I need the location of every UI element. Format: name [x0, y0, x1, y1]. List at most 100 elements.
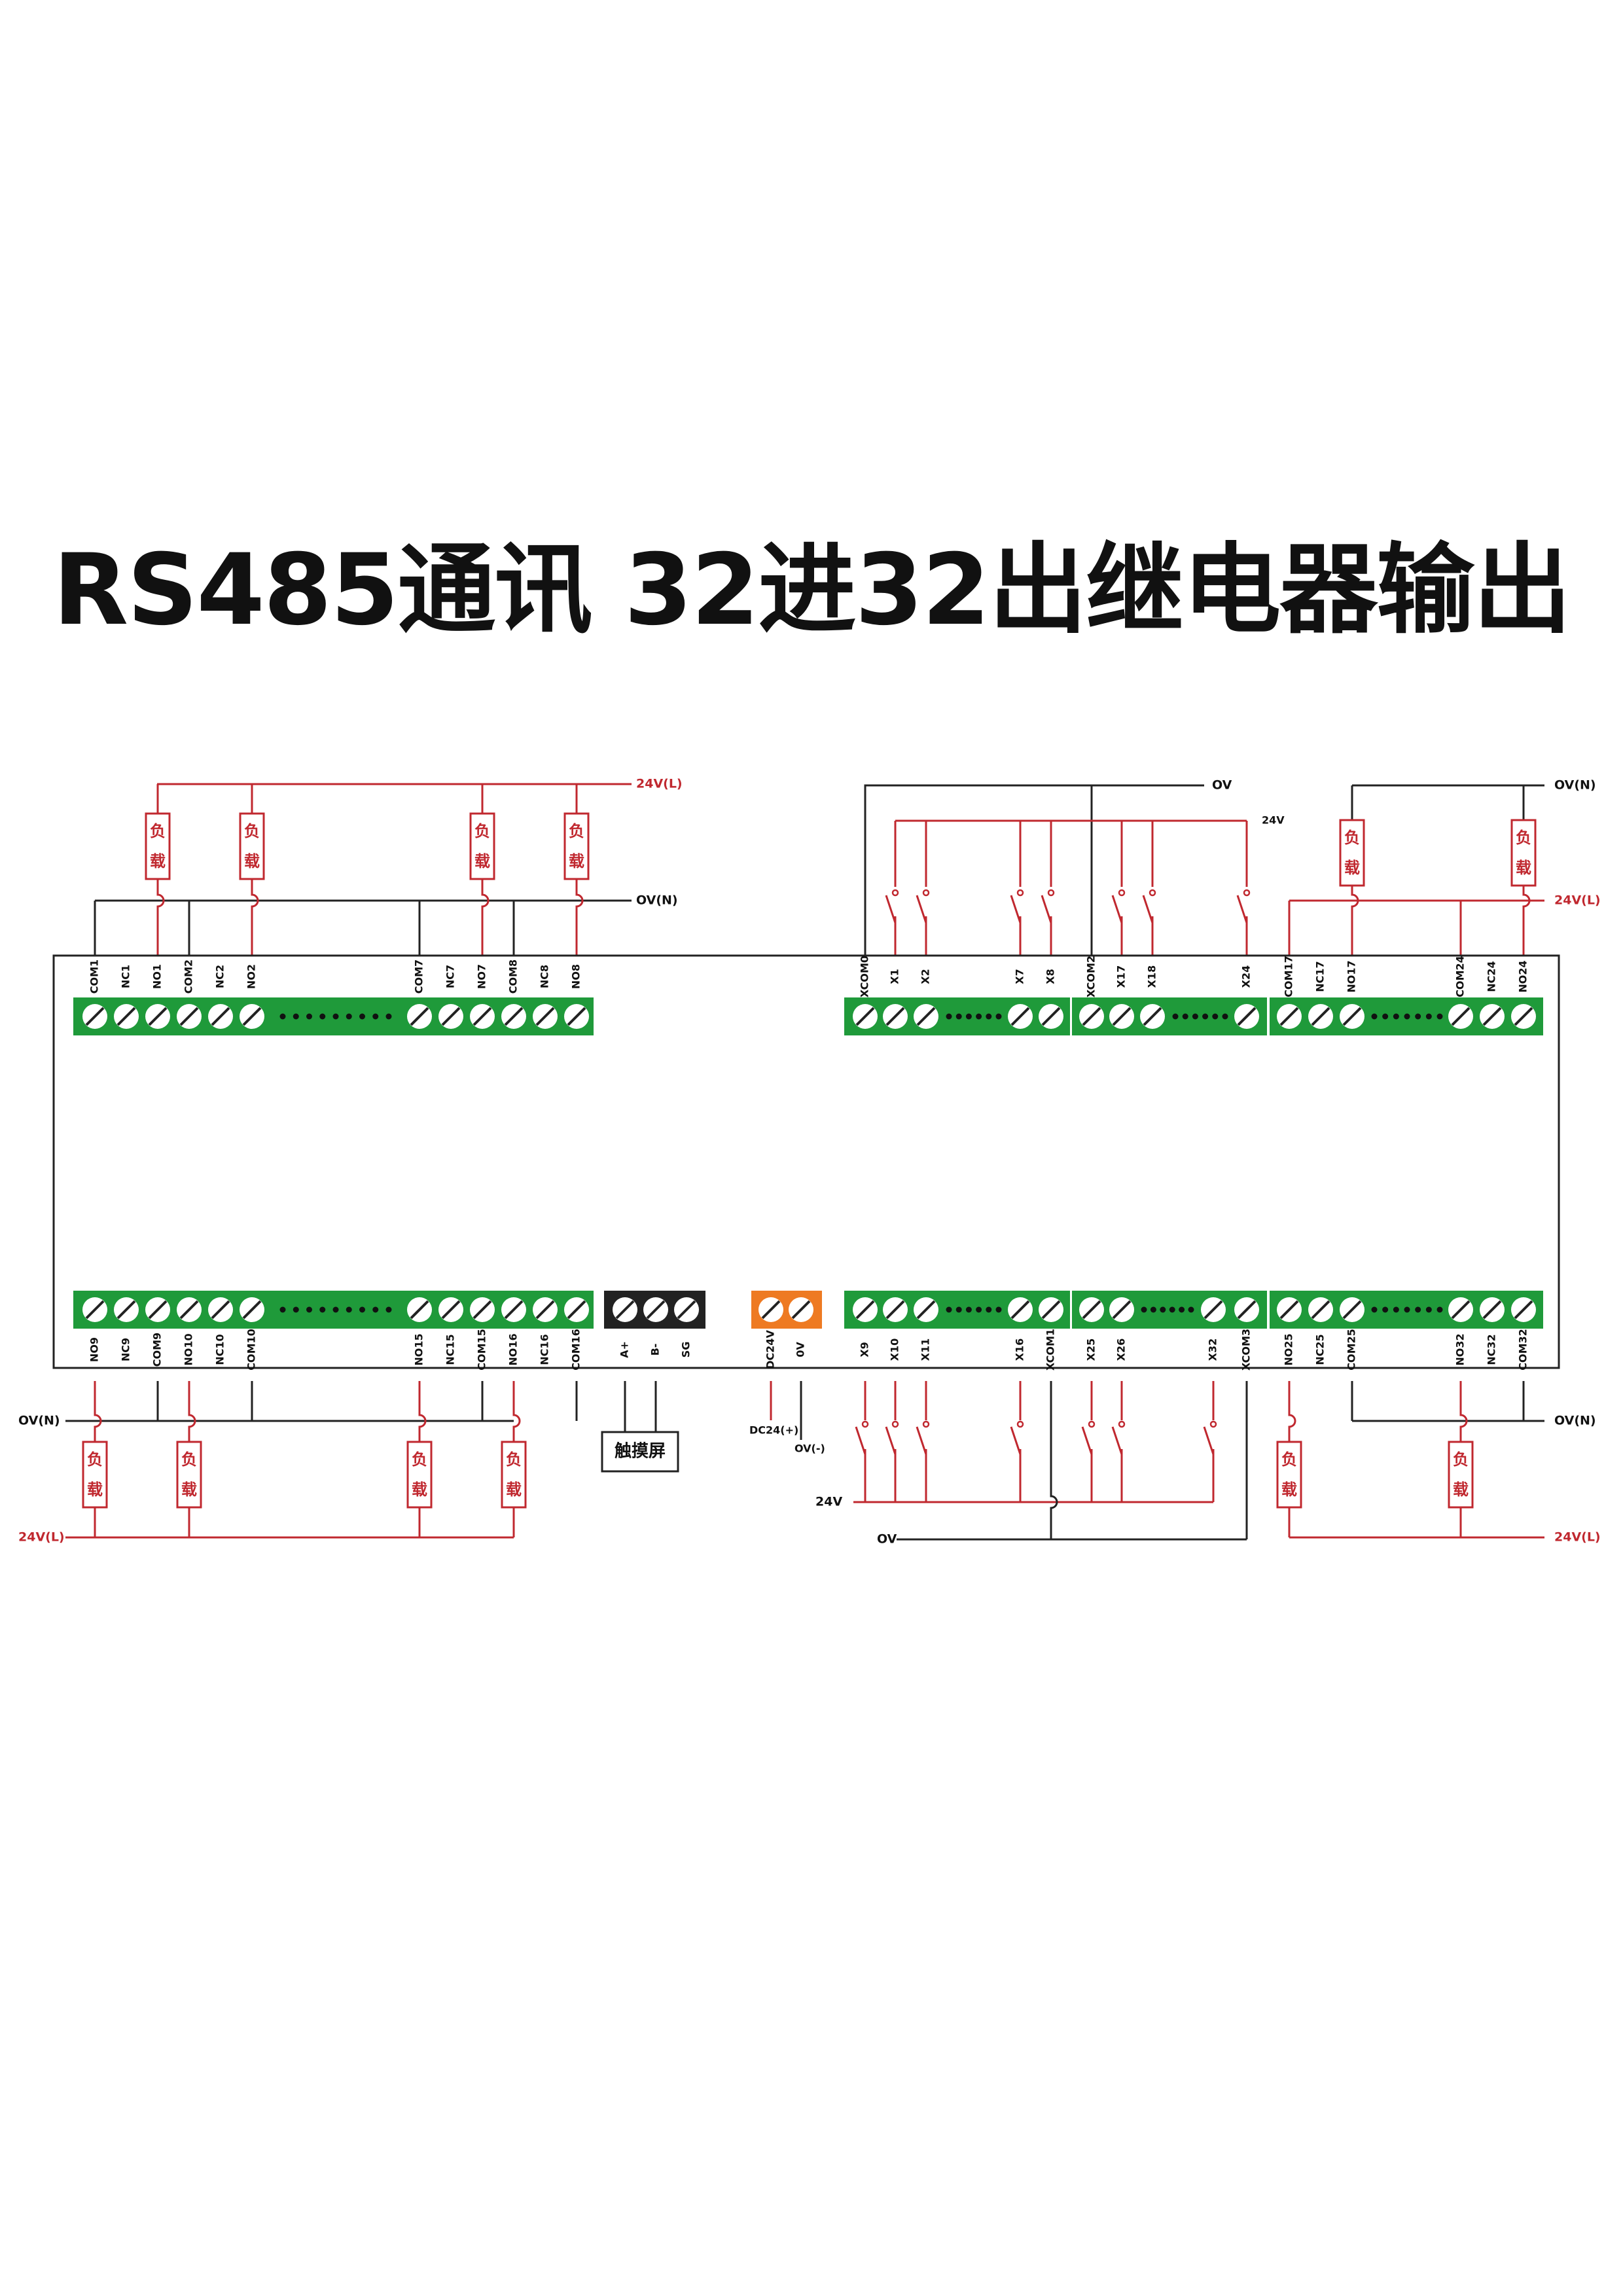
page-title: RS485通讯 32进32出继电器输出 — [52, 533, 1571, 647]
ellipsis-dot — [346, 1013, 352, 1020]
ellipsis-dot — [1371, 1306, 1378, 1313]
pin-label: NC15 — [444, 1334, 457, 1365]
switch-blade — [916, 1426, 927, 1455]
load-label: 载 — [1344, 859, 1360, 877]
bottom-load — [501, 1441, 527, 1509]
pin-label: X11 — [919, 1338, 932, 1361]
load-label: 载 — [1516, 859, 1531, 877]
pin-label: COM24 — [1454, 956, 1467, 997]
screw-slot — [1041, 1300, 1061, 1319]
load-label: 负 — [87, 1450, 103, 1469]
wire-crossing — [94, 1381, 102, 1442]
load-label: 负 — [1516, 829, 1531, 847]
screw-slot — [791, 1300, 811, 1319]
ellipsis-dot — [1192, 1013, 1198, 1020]
screw-slot — [1041, 1007, 1061, 1026]
top-input-b — [1072, 997, 1267, 1035]
switch-blade — [1010, 1426, 1022, 1455]
ellipsis-dot — [1382, 1013, 1389, 1020]
load-label: 载 — [87, 1480, 103, 1499]
screw-slot — [646, 1300, 666, 1319]
ellipsis-dot — [1393, 1306, 1399, 1313]
switch-blade — [885, 1426, 897, 1455]
ellipsis-dot — [1393, 1013, 1399, 1020]
pin-label: COM7 — [413, 960, 425, 994]
bottom-input-a — [844, 1291, 1070, 1329]
wire-crossing — [1288, 1381, 1296, 1442]
screw-slot — [855, 1007, 875, 1026]
bottom-left-block — [73, 1291, 594, 1329]
screw-slot — [1342, 1300, 1362, 1319]
screw-slot — [615, 1300, 635, 1319]
wire-crossing — [1351, 886, 1359, 971]
pin-label: NO24 — [1517, 960, 1529, 992]
switch-blade — [1142, 895, 1154, 924]
top-right-24v-label: 24V(L) — [1554, 893, 1601, 908]
wire-crossing — [1459, 1381, 1468, 1442]
switch-contact — [1149, 889, 1156, 897]
pin-label: X8 — [1044, 969, 1057, 984]
pin-label: X7 — [1014, 969, 1026, 984]
pin-label: DC24V — [764, 1330, 777, 1369]
pin-label: XCOM1 — [1044, 1329, 1057, 1371]
switch-blade — [1081, 1426, 1093, 1455]
ellipsis-dot — [319, 1013, 326, 1020]
screw-slot — [677, 1300, 696, 1319]
screw-slot — [410, 1007, 429, 1026]
screw-slot — [761, 1300, 781, 1319]
switch-contact — [891, 889, 899, 897]
ellipsis-dot — [319, 1306, 326, 1313]
screw-slot — [1482, 1300, 1502, 1319]
load-label: 负 — [150, 822, 166, 840]
pin-label: COM2 — [183, 960, 195, 994]
top-right-load — [1339, 819, 1365, 887]
pin-label: NC10 — [214, 1334, 226, 1365]
load-label: 负 — [412, 1450, 427, 1469]
touchscreen-box — [601, 1431, 679, 1473]
wire-crossing — [575, 879, 584, 971]
bottom-right-load — [1276, 1441, 1302, 1509]
pin-label: X2 — [919, 969, 932, 984]
ellipsis-dot — [1425, 1306, 1432, 1313]
ellipsis-dot — [1404, 1013, 1410, 1020]
load-label: 载 — [474, 852, 490, 870]
ellipsis-dot — [1436, 1013, 1443, 1020]
screw-slot — [1010, 1300, 1030, 1319]
ellipsis-dot — [1202, 1013, 1209, 1020]
rs485-block — [604, 1291, 705, 1329]
load-label: 负 — [474, 822, 490, 840]
load-label: 载 — [1453, 1480, 1469, 1499]
screw-slot — [242, 1007, 262, 1026]
top-input-24v-label: 24V — [1262, 814, 1285, 827]
ellipsis-dot — [995, 1013, 1002, 1020]
screw-slot — [1112, 1007, 1132, 1026]
screw-slot — [441, 1300, 461, 1319]
load-label: 载 — [506, 1480, 522, 1499]
screw-slot — [1342, 1007, 1362, 1026]
load-label: 载 — [412, 1480, 427, 1499]
switch-contact — [1118, 1420, 1126, 1428]
screw-slot — [179, 1300, 199, 1319]
pin-label: B- — [649, 1344, 662, 1356]
switch-contact — [1243, 889, 1251, 897]
ellipsis-dot — [372, 1013, 379, 1020]
load-label: 负 — [506, 1450, 522, 1469]
screw-slot — [567, 1300, 586, 1319]
screw-slot — [242, 1300, 262, 1319]
ellipsis-dot — [986, 1013, 992, 1020]
top-right-ov-label: OV(N) — [1554, 778, 1596, 793]
screw-slot — [1514, 1300, 1533, 1319]
bottom-right-block — [1270, 1291, 1543, 1329]
switch-blade — [1111, 1426, 1123, 1455]
bottom-right-ov-label: OV(N) — [1554, 1414, 1596, 1428]
ellipsis-dot — [1222, 1013, 1228, 1020]
screw-slot — [148, 1007, 168, 1026]
pin-label: NO17 — [1346, 960, 1358, 992]
pin-label: COM16 — [570, 1329, 582, 1371]
ellipsis-dot — [1169, 1306, 1175, 1313]
screw-slot — [211, 1007, 230, 1026]
pin-label: X1 — [889, 969, 901, 984]
screw-slot — [1237, 1300, 1257, 1319]
screw-slot — [1143, 1007, 1162, 1026]
pin-label: XCOM2 — [1085, 956, 1097, 997]
